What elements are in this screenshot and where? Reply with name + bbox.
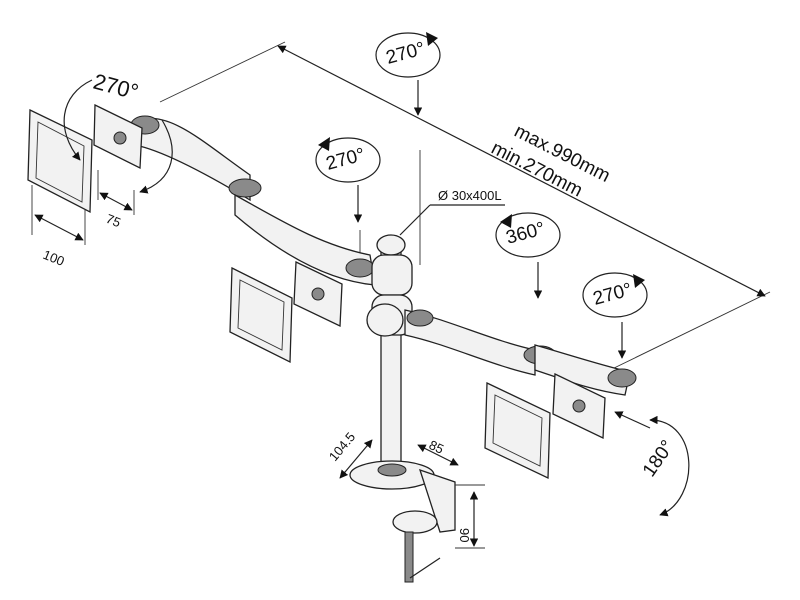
clamp-dimensions (339, 439, 485, 549)
hub (366, 234, 413, 337)
vesa-100-label: 100 (41, 247, 67, 269)
rotation-label-left: 270° (91, 69, 141, 105)
rotation-icon-mid (315, 137, 381, 223)
desk-clamp (349, 460, 456, 583)
pole-label: Ø 30x400L (438, 188, 502, 203)
rotation-label-top: 270° (384, 38, 427, 68)
rotation-label-right: 270° (591, 279, 634, 309)
rotation-icon-right (582, 272, 648, 359)
tilt-icon (614, 411, 690, 517)
right-arm (404, 309, 637, 396)
rotation-icon-left (63, 79, 173, 194)
vesa-dimensions (31, 170, 135, 245)
vesa-plate-center-large (229, 266, 293, 364)
vesa-75-label: 75 (104, 211, 123, 230)
vesa-plate-left-small (93, 103, 143, 170)
span-dimension (159, 41, 771, 371)
rotation-label-mid: 270° (324, 144, 367, 174)
left-arm (130, 115, 376, 286)
rotation-icon-top (375, 32, 441, 116)
rotation-icon-360 (495, 212, 561, 299)
clamp-height-label: 90 (457, 528, 472, 542)
vesa-plate-right-small (552, 372, 606, 440)
vesa-plate-center-small (293, 260, 343, 328)
clamp-depth-label: 104.5 (326, 429, 358, 464)
clamp-width-label: 85 (427, 437, 446, 457)
vesa-plate-right-large (484, 381, 551, 480)
vesa-plate-left-large (27, 108, 93, 214)
tilt-label: 180° (639, 437, 679, 481)
